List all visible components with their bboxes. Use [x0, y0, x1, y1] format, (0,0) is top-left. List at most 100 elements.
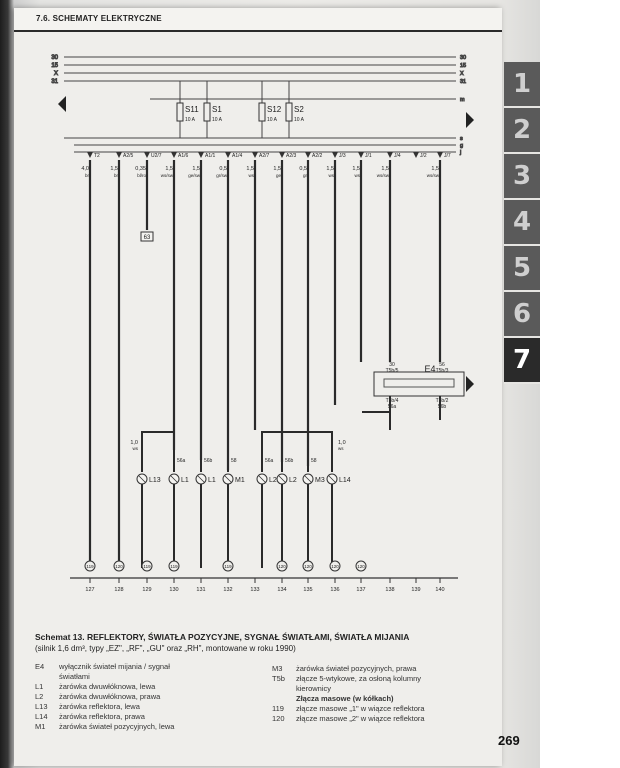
wire-color: bl/ro [137, 173, 146, 178]
wire-gauge: 1,5 [110, 166, 118, 172]
ground-node-label: 120 [115, 564, 123, 569]
legend-code: E4 [35, 662, 45, 671]
legend-code: L13 [35, 702, 48, 711]
arrow-right-icon [466, 112, 474, 128]
bus-label-left: 31 [51, 79, 58, 85]
fuse-id: S11 [185, 105, 199, 114]
column-number: 130 [169, 587, 178, 593]
legend-row: kierownicy [272, 684, 492, 694]
lamp-cross [170, 475, 178, 483]
legend-code: L14 [35, 712, 48, 721]
connector-pin [87, 152, 93, 158]
connector-pin [225, 152, 231, 158]
legend-text: wyłącznik świateł mijania / sygnał [59, 662, 170, 671]
e4-terminal: T5b/5 [386, 368, 399, 374]
column-number: 136 [330, 587, 339, 593]
legend-text: światłami [59, 672, 90, 681]
terminal-label: 56b [204, 458, 213, 464]
wire-gauge: 1,5 [192, 166, 200, 172]
wire-color: ws [355, 173, 361, 178]
tab-7[interactable]: 7 [504, 338, 540, 384]
wire-gauge: 0,5 [219, 166, 227, 172]
tab-4[interactable]: 4 [504, 200, 540, 246]
bus-label-right: j [459, 150, 461, 156]
connector-pin [252, 152, 258, 158]
legend-code: 120 [272, 714, 285, 723]
ground-node-label: 120 [357, 564, 365, 569]
wire-color: ws/sw [377, 173, 390, 178]
legend-text: złącze 5-wtykowe, za osłoną kolumny [296, 674, 422, 683]
legend-code: T5b [272, 674, 285, 683]
wire-gauge: 1,5 [246, 166, 254, 172]
ground-node-label: 119 [86, 564, 94, 569]
column-number: 137 [356, 587, 365, 593]
lamp-cross [278, 475, 286, 483]
connector-label: A2/3 [286, 153, 297, 159]
connector-label: J/7 [444, 153, 451, 159]
bus-label-right: m [460, 97, 465, 103]
lamp-cross [138, 475, 146, 483]
ground-node [329, 560, 341, 572]
diagram-caption: Schemat 13. REFLEKTORY, ŚWIATŁA POZYCYJN… [35, 632, 495, 654]
connector-label: A2/7 [259, 153, 270, 159]
fuse-id: S12 [267, 105, 282, 114]
wire-color: ge [276, 173, 282, 178]
bridge-right [261, 431, 333, 450]
e4-terminal: T5b/3 [436, 368, 449, 374]
legend-text: żarówka dwuwłóknowa, lewa [59, 682, 156, 691]
lamp-label: L13 [149, 477, 161, 484]
arrow-right-icon [466, 376, 474, 392]
column-number: 133 [250, 587, 259, 593]
e4-terminal: T5b/4 [386, 398, 399, 404]
bus-label-right: g [460, 143, 463, 149]
component-63-label: 63 [144, 235, 151, 241]
wire-color: ws/sw [427, 173, 440, 178]
tab-6[interactable]: 6 [504, 292, 540, 338]
connector-label: A1/4 [232, 153, 243, 159]
fuse-body [258, 102, 266, 122]
continuation-arrows [58, 96, 474, 392]
legend-row: T5b złącze 5-wtykowe, za osłoną kolumny [272, 674, 492, 684]
column-number: 132 [223, 587, 232, 593]
tab-3[interactable]: 3 [504, 154, 540, 200]
fuse-rating: 10 A [212, 117, 223, 123]
wire-color: ws/sw [161, 173, 174, 178]
bridge-left [141, 431, 175, 450]
tab-2[interactable]: 2 [504, 108, 540, 154]
connector-label: U2/7 [151, 153, 162, 159]
connector-pin [437, 152, 443, 158]
wire-color: br [85, 173, 90, 178]
e4-contact [383, 378, 455, 388]
lamp-cross [304, 475, 312, 483]
e4-terminal: 56b [438, 404, 447, 410]
tab-5[interactable]: 5 [504, 246, 540, 292]
page-number: 269 [498, 733, 520, 748]
legend-text: żarówka świateł pozycyjnych, prawa [296, 664, 417, 673]
terminal-label: 56b [285, 458, 294, 464]
legend-text: żarówka reflektora, prawa [59, 712, 145, 721]
wire-group: 4,0br1,5br0,35bl/ro1,5ws/sw1,5ge/sw0,5gr… [81, 160, 442, 568]
legend-text: złącze masowe „2" w wiązce reflektora [296, 714, 425, 723]
lamp-cross [258, 475, 266, 483]
tab-1[interactable]: 1 [504, 62, 540, 108]
legend-text: żarówka świateł pozycyjnych, lewa [59, 722, 175, 731]
connector-pin [305, 152, 311, 158]
ground-node [276, 560, 288, 572]
bus-label-left: 30 [51, 55, 58, 61]
ground-node [84, 560, 96, 572]
bus-label-left: X [54, 71, 58, 77]
e4-terminal-30: 30 [389, 362, 395, 368]
terminal-label: 56a [265, 458, 274, 464]
column-number: 139 [411, 587, 420, 593]
ground-node [222, 560, 234, 572]
e4-terminal: T5b/2 [436, 398, 449, 404]
legend-code: L1 [35, 682, 44, 691]
